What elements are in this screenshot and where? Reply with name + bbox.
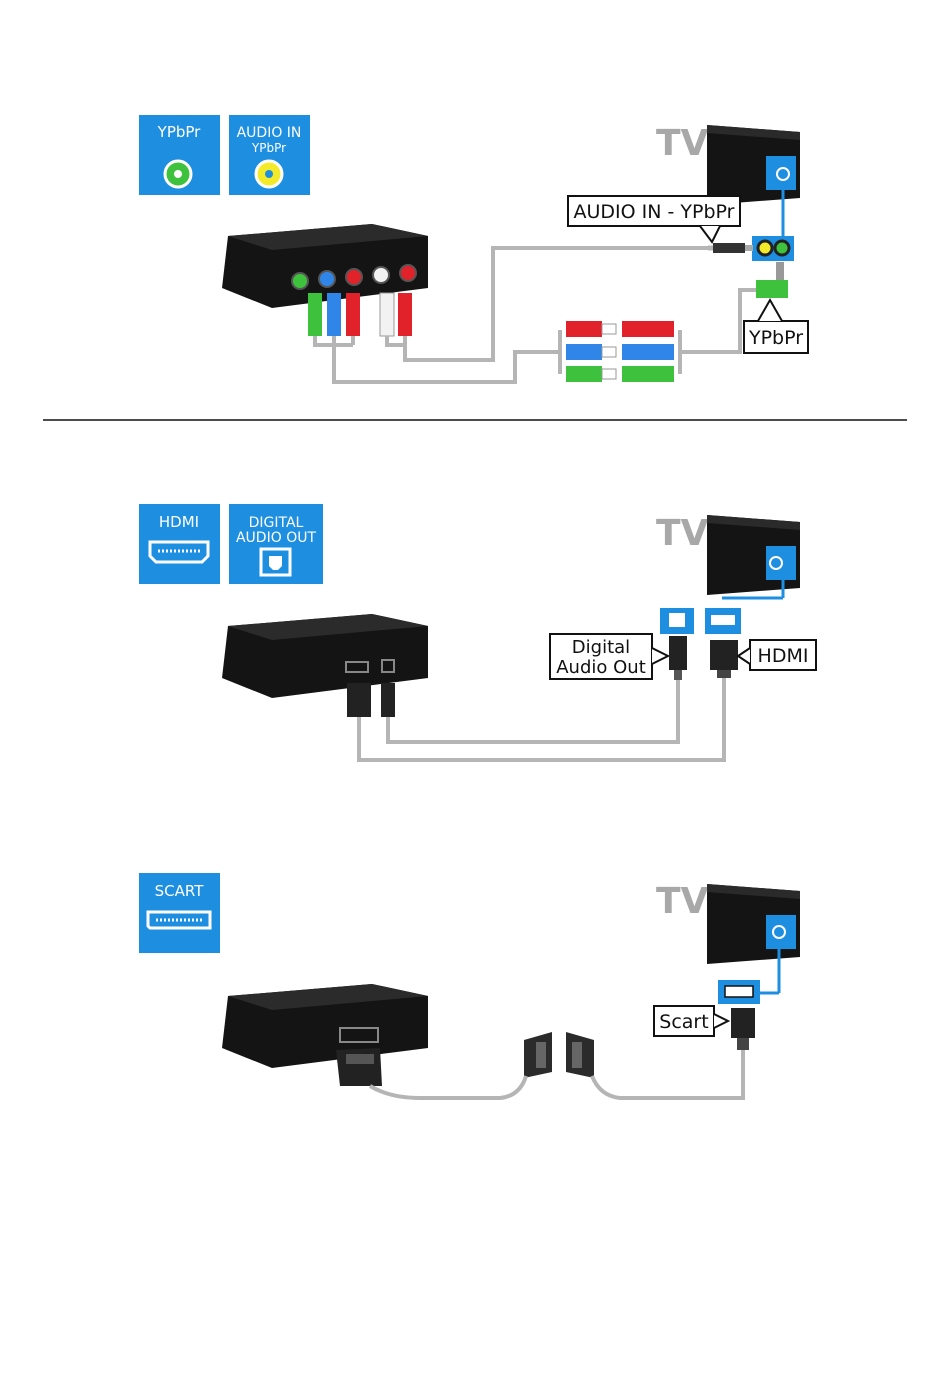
tv-hdmi-ports (660, 608, 741, 634)
tile-audio-in-line2: YPbPr (251, 141, 286, 155)
set-top-box-icon (222, 614, 428, 698)
hdmi-cables (359, 678, 724, 760)
section-hdmi: HDMI DIGITAL AUDIO OUT TV (139, 504, 816, 760)
tv-label: TV (656, 881, 709, 922)
tv-scart-plug (731, 1008, 755, 1050)
callout-hdmi-text: HDMI (758, 645, 809, 667)
tv-label: TV (656, 513, 709, 554)
callout-audio-in-text: AUDIO IN - YPbPr (574, 201, 735, 223)
tile-ypbpr-label: YPbPr (157, 123, 202, 141)
tile-digital-line2: AUDIO OUT (236, 530, 316, 546)
callout-ypbpr: YPbPr (744, 300, 808, 353)
tv-icon (707, 125, 800, 205)
ypbpr-adapter (756, 262, 788, 298)
callout-digital-audio-out: Digital Audio Out (550, 634, 668, 679)
callout-ypbpr-text: YPbPr (748, 327, 803, 349)
audio-jack-plug (708, 243, 753, 253)
tv-label: TV (656, 123, 709, 164)
tile-digital-line1: DIGITAL (249, 515, 304, 531)
tile-scart: SCART (139, 873, 220, 953)
callout-hdmi: HDMI (738, 640, 816, 670)
tile-audio-in-ypbpr: AUDIO IN YPbPr (229, 115, 310, 195)
tv-icon (707, 884, 800, 993)
set-top-box-icon (222, 984, 428, 1068)
callout-digital-line1: Digital (572, 637, 630, 658)
scart-inline-connectors (524, 1032, 594, 1078)
section-scart: SCART TV Scart (139, 873, 800, 1098)
section-ypbpr: YPbPr AUDIO IN YPbPr TV (139, 115, 808, 382)
scart-cables (370, 1050, 743, 1098)
tile-ypbpr: YPbPr (139, 115, 220, 195)
callout-audio-in-ypbpr: AUDIO IN - YPbPr (568, 196, 740, 242)
tile-hdmi-label: HDMI (159, 513, 199, 531)
set-top-box-icon (222, 224, 428, 308)
tv-scart-port (718, 980, 760, 1004)
callout-scart: Scart (654, 1006, 728, 1036)
tile-audio-in-line1: AUDIO IN (237, 125, 302, 141)
rca-jack-icon (165, 161, 191, 187)
tile-hdmi: HDMI (139, 504, 220, 584)
callout-scart-text: Scart (659, 1011, 708, 1033)
tv-plugs (669, 636, 738, 680)
rca-jack-icon (256, 161, 282, 187)
tile-scart-label: SCART (155, 882, 205, 900)
tv-icon (707, 515, 800, 598)
component-inline-connectors (566, 321, 674, 382)
tile-digital-audio-out: DIGITAL AUDIO OUT (229, 504, 323, 584)
device-plugs (347, 683, 395, 717)
callout-digital-line2: Audio Out (556, 657, 646, 678)
device-scart-plug (336, 1048, 382, 1086)
